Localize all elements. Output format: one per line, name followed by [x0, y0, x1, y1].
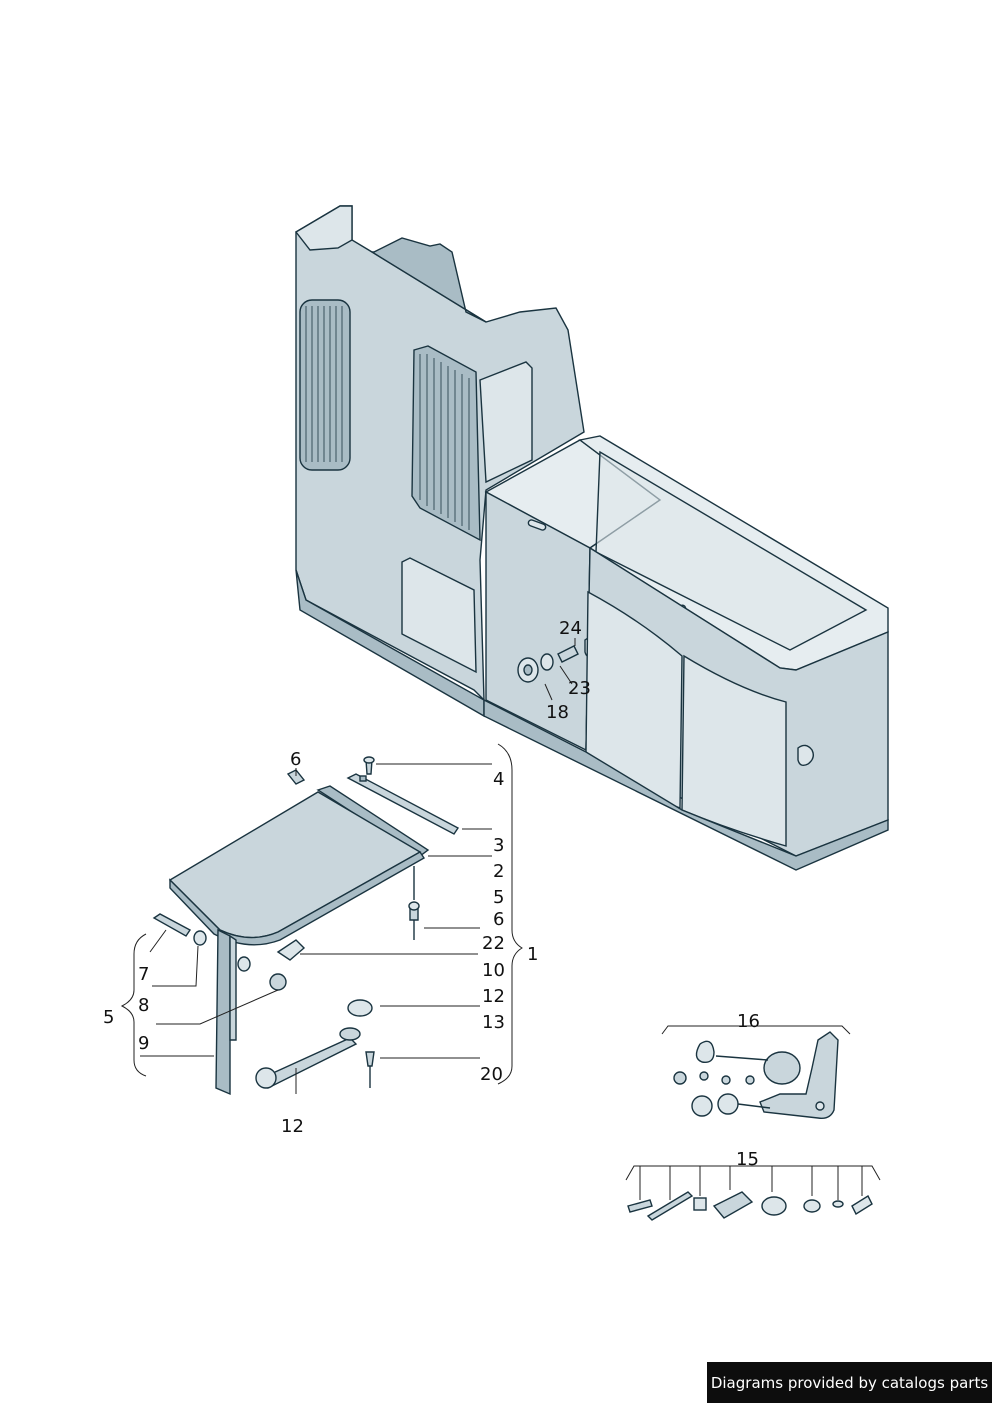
door-right-handle: [797, 744, 815, 767]
vent-grill-right: [411, 345, 481, 542]
table-top: [168, 791, 422, 939]
callout-24: 24: [559, 618, 582, 639]
kit16-spring: [695, 1040, 715, 1063]
table-assembly: [120, 743, 523, 1096]
side-panel-edge: [294, 205, 353, 251]
kit-16: [661, 1025, 851, 1120]
callout-1: 1: [527, 944, 538, 965]
vent-grill-left: [299, 299, 351, 471]
callout-6-right: 6: [493, 909, 504, 930]
kit16-disc: [763, 1051, 801, 1085]
pin-6-top: [286, 769, 306, 785]
callout-12-right: 12: [482, 986, 505, 1007]
kit16-washer-b: [717, 1093, 739, 1115]
callout-7: 7: [138, 964, 149, 985]
callout-4: 4: [493, 769, 504, 790]
callout-12-bottom: 12: [281, 1116, 304, 1137]
kit16-bracket: [759, 1031, 839, 1120]
knob-13: [347, 999, 373, 1017]
kit15-screw: [627, 1199, 653, 1213]
callout-20: 20: [480, 1064, 503, 1085]
callout-10: 10: [482, 960, 505, 981]
callout-3: 3: [493, 835, 504, 856]
arm-roller: [255, 1067, 277, 1089]
kit-15: [625, 1165, 881, 1221]
lower-access-panel: [401, 557, 477, 674]
kit16-washer-a: [691, 1095, 713, 1117]
callout-6-top: 6: [290, 749, 301, 770]
callout-2: 2: [493, 861, 504, 882]
callout-23: 23: [568, 678, 591, 699]
base-trim-right: [483, 698, 889, 871]
screw-20: [365, 1051, 375, 1067]
washer-8b: [237, 956, 251, 972]
fastener-group-24-23-18: [517, 638, 579, 701]
callout-18: 18: [546, 702, 569, 723]
credit-banner: Diagrams provided by catalogs parts: [707, 1362, 992, 1403]
center-handle: [527, 519, 547, 531]
kit15-clip: [851, 1194, 873, 1216]
kit15-washer: [803, 1199, 821, 1213]
callout-15: 15: [736, 1149, 759, 1170]
mounting-rail: [346, 773, 460, 835]
callout-9: 9: [138, 1033, 149, 1054]
washer-8a: [193, 930, 207, 946]
screw-24: [557, 645, 579, 663]
callout-5-left: 5: [103, 1007, 114, 1028]
callout-13: 13: [482, 1012, 505, 1033]
washer-23: [540, 653, 554, 671]
callout-16: 16: [737, 1011, 760, 1032]
callout-5-right: 5: [493, 887, 504, 908]
clip-10: [276, 939, 306, 961]
callout-8: 8: [138, 995, 149, 1016]
cabinet-assembly: [294, 205, 889, 871]
cabinet-top-inset: [595, 450, 868, 651]
recess-panel: [479, 361, 533, 484]
callout-22: 22: [482, 933, 505, 954]
upper-bracket: [369, 237, 487, 323]
cap-9: [269, 973, 287, 991]
pin-7: [152, 913, 192, 937]
kit15-grommet: [761, 1196, 787, 1216]
kit15-small-washer: [832, 1200, 844, 1208]
table-leg: [215, 928, 231, 1096]
kit15-sleeve: [693, 1197, 707, 1211]
callout-labels: 24 23 18 6 4 3 2 5 6 22 10 12 13 20 1 7 …: [103, 618, 760, 1170]
kit15-long-pin: [646, 1191, 694, 1221]
kit15-latch: [712, 1191, 754, 1219]
